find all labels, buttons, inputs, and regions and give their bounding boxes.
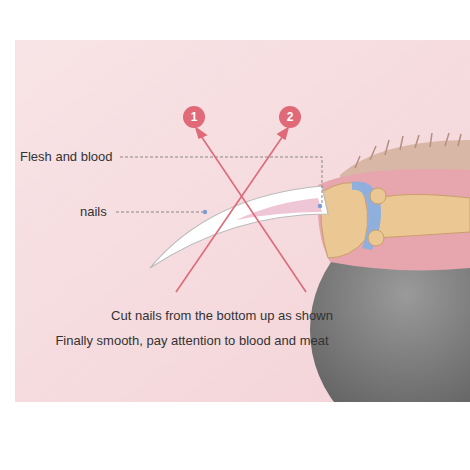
callout-circle: 1 — [183, 106, 205, 128]
text-label: Cut nails from the bottom up as shown — [111, 308, 333, 324]
text-label: Flesh and blood — [20, 149, 113, 165]
text-label: Finally smooth, pay attention to blood a… — [55, 333, 328, 349]
callout-number: 1 — [191, 111, 198, 123]
callout-number: 2 — [287, 111, 294, 123]
callout-circle: 2 — [279, 106, 301, 128]
quick — [236, 198, 322, 220]
claw — [150, 186, 328, 268]
text-label: nails — [80, 204, 107, 220]
